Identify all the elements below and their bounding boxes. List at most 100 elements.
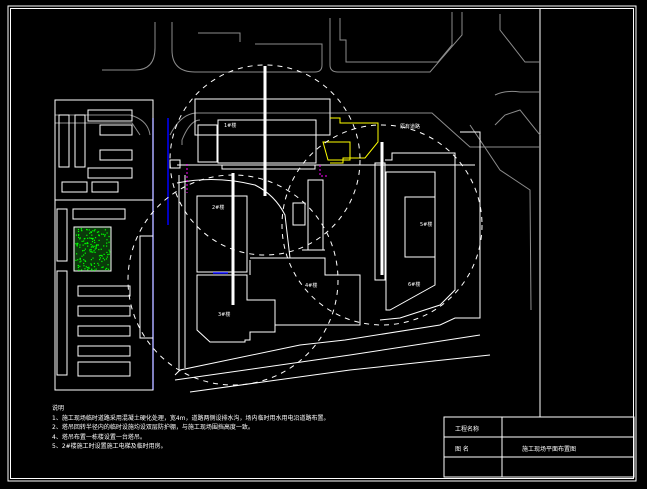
green-dot [84,248,86,250]
green-dot [76,245,78,247]
green-dot [97,262,99,265]
label-building-5: 5#楼 [420,222,433,228]
green-dot [75,243,77,245]
green-dot [79,237,81,239]
green-dot [94,248,96,250]
label-building-1: 1#楼 [224,123,237,129]
green-dot [92,237,94,240]
green-dot [95,246,97,248]
green-dot [86,234,88,236]
green-dot [93,239,95,241]
green-dot [89,251,91,253]
green-dot [75,234,78,236]
green-dot [84,242,86,245]
green-dot [103,253,105,255]
green-dot [79,261,81,263]
green-dot [75,259,77,261]
green-dot [86,242,88,244]
green-dot [92,246,94,248]
green-dot [80,269,83,271]
green-dot [76,243,79,245]
green-dot [84,252,86,254]
green-dot [79,257,81,259]
green-dot [83,254,85,256]
buildings [169,98,491,393]
green-dot [90,251,93,253]
green-dot [90,237,92,239]
green-dot [83,240,85,242]
green-dot [98,248,100,251]
green-dot [85,266,87,268]
green-dot [92,257,94,259]
green-dot [91,269,93,271]
green-dot [87,245,89,247]
green-dot [77,234,80,237]
green-dot [77,266,79,269]
green-dot [90,263,92,265]
green-dot [93,245,95,247]
green-dot [81,240,83,242]
green-dot [95,247,97,249]
green-dot [84,268,86,270]
green-dot [106,239,108,241]
inner-frame [10,8,634,479]
green-dot [76,253,78,255]
green-dot [92,230,94,232]
green-dot [86,243,88,245]
green-dot [99,258,101,261]
site-fence [152,118,169,390]
green-dot [106,251,108,254]
green-dot [78,236,80,239]
green-dot [80,229,83,231]
label-building-2: 2#楼 [212,205,225,211]
green-dot [103,245,105,247]
title-block [443,416,635,478]
green-dot [79,244,81,246]
green-dot [99,257,101,259]
note-item: 1、施工现场临时道路采用混凝土硬化处理，宽4m，道路两侧设排水沟，场内临时用水用… [52,414,330,422]
green-dot [88,267,90,269]
green-area [73,226,112,272]
green-dot [104,234,106,236]
green-dot [79,265,81,267]
green-dot [86,229,88,231]
green-dot [76,244,78,246]
green-dot [77,265,79,267]
green-dot [107,264,109,266]
green-dot [103,259,106,261]
green-dot [100,248,102,250]
green-dot [82,250,84,252]
green-area-dots [75,228,111,271]
green-dot [90,231,92,233]
green-dot [77,228,80,231]
green-dot [93,230,96,232]
notes-heading: 说明 [52,405,65,412]
green-dot [98,235,100,237]
green-dot [94,251,96,254]
green-dot [81,255,83,257]
green-dot [84,260,87,263]
tower-crane-jibs [231,66,384,305]
green-dot [84,260,86,262]
label-existing-road: 原有道路 [400,124,421,130]
green-dot [105,258,108,260]
green-dot [107,268,110,270]
green-dot [93,262,95,265]
green-dot [106,256,108,258]
green-dot [104,235,106,237]
green-dot [106,232,108,234]
green-dot [102,257,104,259]
green-dot [100,254,102,257]
green-dot [101,260,103,263]
green-dot [95,268,97,270]
green-dot [86,267,89,269]
green-dot [91,237,93,240]
green-dot [96,231,99,233]
green-dot [76,242,78,244]
green-dot [98,239,100,241]
green-dot [101,254,103,257]
green-dot [96,244,98,246]
green-dot [79,258,81,260]
green-dot [83,249,85,252]
